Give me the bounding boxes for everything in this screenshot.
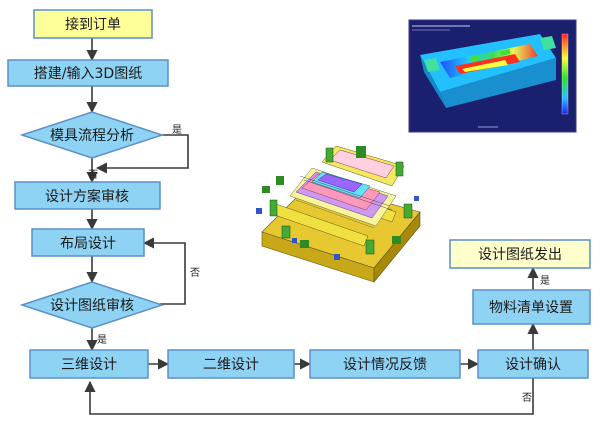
node-receive-order-label: 接到订单 [65, 16, 121, 33]
simulation-image [408, 19, 577, 133]
label-confirm-no: 否 [522, 392, 532, 404]
node-design-confirm: 设计确认 [477, 349, 589, 379]
decision-drawing-review: 设计图纸审核 [19, 281, 165, 329]
label-confirm-yes: 是 [540, 275, 550, 287]
decision-mold-flow-label: 模具流程分析 [50, 128, 134, 144]
node-bom-setup: 物料清单设置 [472, 289, 591, 325]
node-build-3d-label: 搭建/输入3D图纸 [34, 66, 142, 82]
node-layout-design-label: 布局设计 [60, 236, 116, 252]
node-build-3d: 搭建/输入3D图纸 [7, 59, 169, 87]
node-plan-review-label: 设计方案审核 [45, 188, 129, 205]
mold-model-image [256, 145, 421, 283]
arrow-moldflow-yes-loop [95, 134, 189, 174]
label-drawing-review-no: 否 [190, 267, 200, 279]
node-design-feedback: 设计情况反馈 [309, 349, 461, 379]
node-design-3d-label: 三维设计 [61, 357, 117, 373]
label-drawing-review-yes: 是 [97, 334, 107, 346]
node-design-confirm-label: 设计确认 [505, 357, 561, 373]
node-design-2d-label: 二维设计 [203, 357, 259, 373]
node-receive-order: 接到订单 [33, 9, 153, 39]
arrow-review-no-loop [142, 237, 186, 305]
decision-drawing-review-label: 设计图纸审核 [50, 298, 134, 314]
node-design-2d: 二维设计 [167, 349, 295, 379]
node-bom-setup-label: 物料清单设置 [489, 300, 573, 316]
node-plan-review: 设计方案审核 [14, 181, 161, 210]
node-layout-design: 布局设计 [31, 228, 145, 257]
node-design-3d: 三维设计 [29, 349, 149, 379]
node-drawing-release-label: 设计图纸发出 [478, 247, 562, 263]
connectors [84, 38, 539, 415]
label-mold-flow-yes: 是 [172, 124, 182, 136]
node-drawing-release: 设计图纸发出 [449, 239, 591, 269]
node-design-feedback-label: 设计情况反馈 [343, 357, 427, 373]
decision-mold-flow: 模具流程分析 [19, 111, 165, 159]
arrow-confirm-no-loop [84, 378, 534, 415]
label-mold-flow-no: 否 [88, 169, 98, 181]
